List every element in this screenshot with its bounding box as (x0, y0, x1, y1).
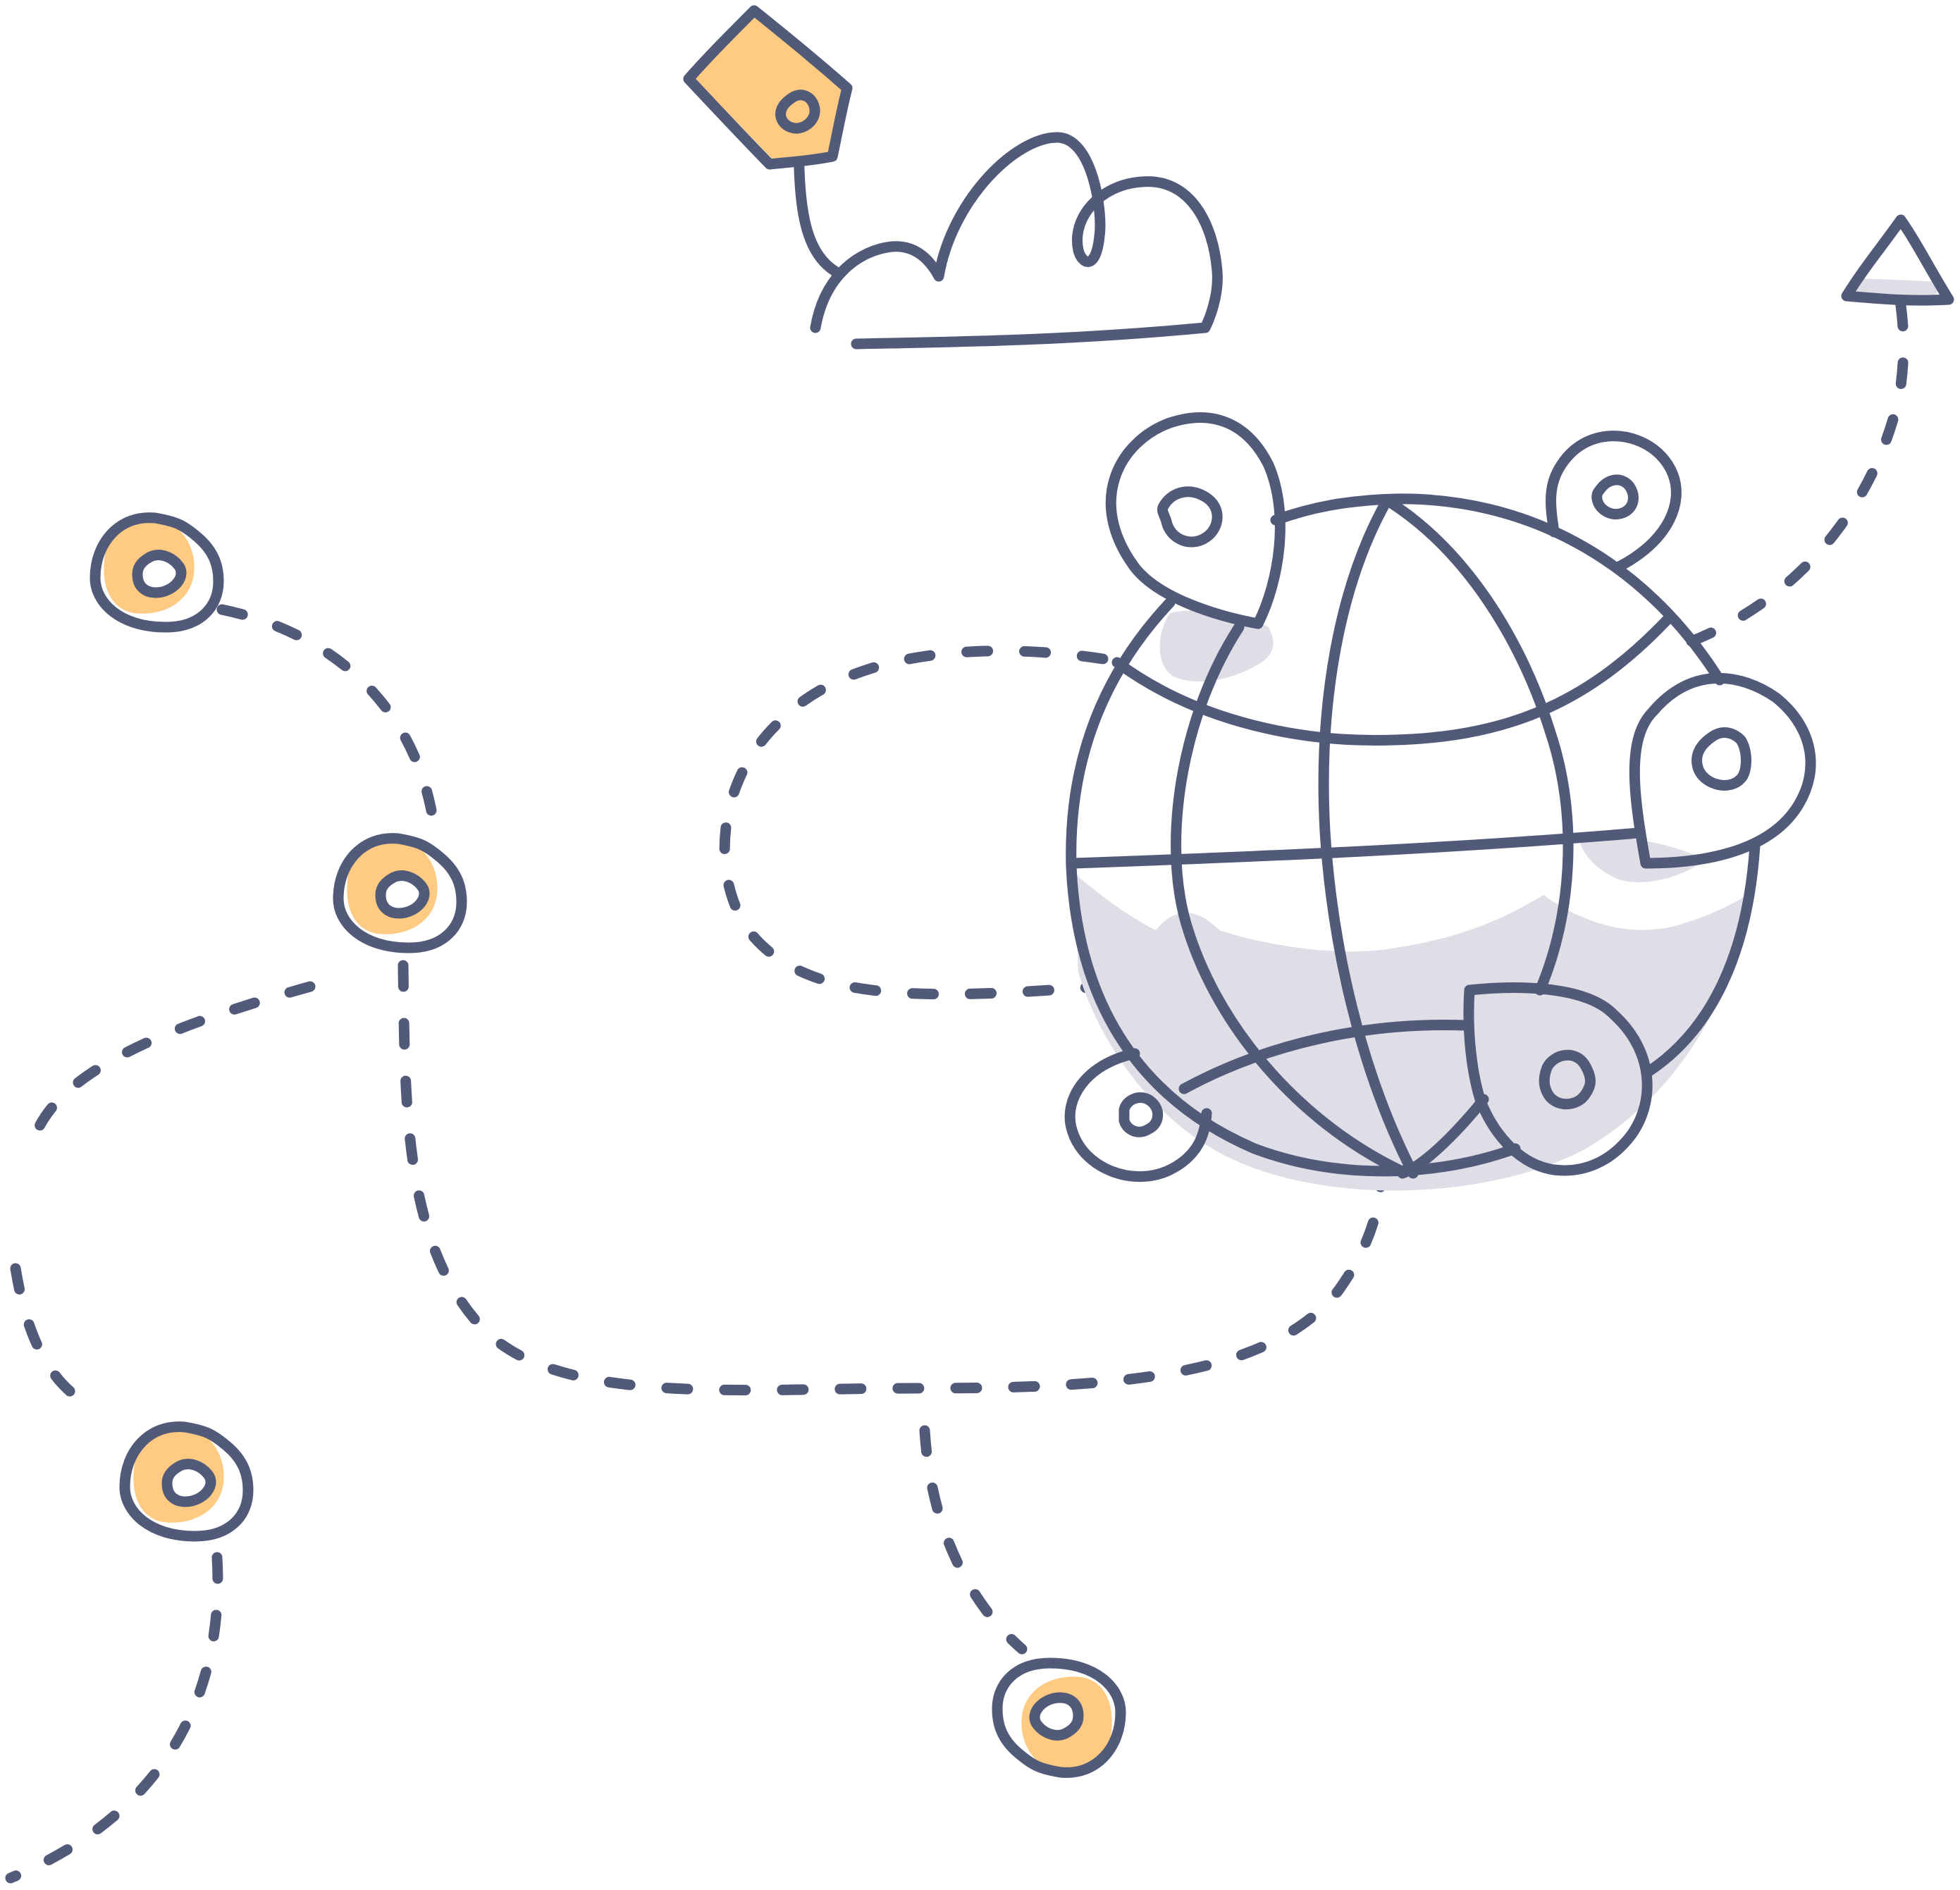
map-pin-icon (1463, 982, 1653, 1176)
location-pins (90, 512, 1126, 1778)
globe-pin-bottom-left-hole (1118, 1092, 1164, 1137)
globe-pin-right-hole (1691, 727, 1751, 791)
globe-shade-upper (1159, 610, 1274, 682)
route-left-curve (33, 981, 316, 1133)
tag-fill (691, 14, 846, 159)
globe-parallel-upper (1111, 614, 1672, 746)
tag-hole (775, 89, 820, 134)
map-pin-icon (1546, 431, 1682, 573)
globe-pin-right (1629, 672, 1816, 869)
globe-outline (1066, 493, 1761, 1177)
route-main-loop (397, 960, 1387, 1396)
globe-meridian-center (1318, 495, 1419, 1179)
globe-pin-bottom-left (1064, 1048, 1212, 1182)
globe-meridian-left (1171, 622, 1405, 1175)
globe-pin-bottom-right-hole (1539, 1049, 1596, 1110)
cloud-icon (792, 114, 1223, 350)
route-bottom-middle (919, 1425, 1028, 1655)
map-pin-icon (333, 833, 467, 953)
map-pin-icon (1105, 412, 1286, 629)
globe-shade-lower (1075, 874, 1748, 1191)
map-pin-icon (90, 512, 224, 633)
route-left-lower (10, 1263, 76, 1397)
globe-pin-top-left-hole (1157, 486, 1223, 548)
cloud-outline (810, 132, 1223, 350)
globe-parallel-lower (1178, 1020, 1472, 1094)
globe-pin-top-left (1105, 412, 1286, 629)
globe-pin-top-right-hole (1591, 474, 1639, 519)
arrow-outline (1841, 214, 1954, 306)
route-to-arrow (1686, 290, 1909, 647)
route-bottom-left (5, 1552, 223, 1884)
map-pin-icon (992, 1657, 1126, 1778)
map-pin-icon (1064, 1048, 1212, 1182)
route-globe-loop (719, 646, 1109, 1000)
globe-meridian-right (1381, 495, 1574, 996)
map-pin-icon (1629, 672, 1816, 869)
route-top-left (216, 604, 437, 816)
globe-icon (1064, 412, 1816, 1191)
price-tag-icon (683, 5, 853, 170)
globe-equator (1069, 827, 1644, 869)
globe-pin-top-right (1546, 431, 1682, 573)
dashed-routes (5, 290, 1909, 1884)
arrow-head-icon (1841, 214, 1954, 306)
map-pin-icon (119, 1421, 254, 1542)
globe-pin-bottom-right (1463, 982, 1653, 1176)
tag-outline (683, 5, 853, 170)
arrow-shade (1850, 278, 1942, 297)
